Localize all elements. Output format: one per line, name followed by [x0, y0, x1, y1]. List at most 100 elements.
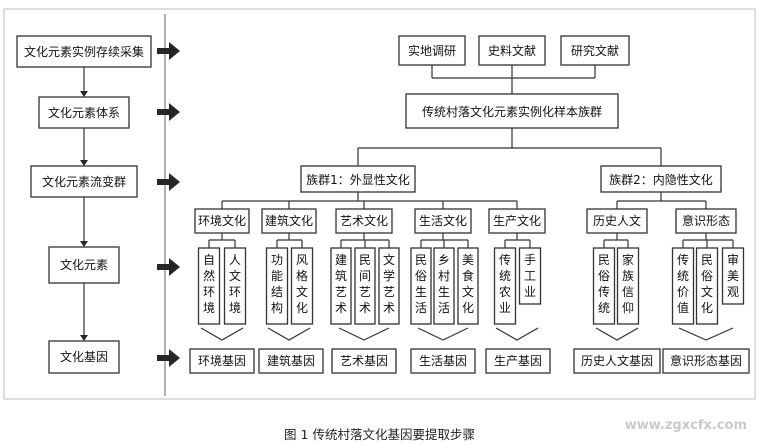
element-item-label: 功能结构	[271, 253, 283, 315]
gene-life-label: 生活基因	[419, 354, 467, 368]
category-ideology-label: 意识形态	[682, 213, 730, 228]
step-arrow-5	[157, 349, 180, 367]
category-production-label: 生产文化	[493, 213, 541, 228]
gene-environment: 环境基因	[189, 348, 255, 374]
element-item: 乡村生活	[433, 247, 455, 325]
element-item: 文学艺术	[378, 247, 400, 325]
element-item-label: 乡村生活	[438, 253, 450, 315]
group-1-box: 族群1：外显性文化	[300, 165, 416, 193]
category-art: 艺术文化	[335, 208, 393, 234]
left-step-2: 文化元素体系	[38, 96, 130, 129]
element-item: 传统价值	[671, 247, 695, 325]
category-architecture: 建筑文化	[261, 208, 317, 234]
element-item: 功能结构	[265, 247, 289, 325]
element-item-label: 风格文化	[296, 253, 308, 315]
figure-caption: 图 1 传统村落文化基因要提取步骤	[284, 427, 475, 442]
element-item: 风格文化	[290, 247, 314, 325]
category-history: 历史人文	[586, 208, 648, 234]
element-item-label: 手工业	[524, 253, 536, 299]
source-box-2: 史料文献	[478, 35, 546, 66]
source-connectors	[431, 65, 596, 94]
element-item: 民俗文化	[695, 247, 719, 325]
gene-history: 历史人文基因	[573, 348, 661, 374]
category-history-label: 历史人文	[593, 213, 641, 228]
step-arrow-1	[157, 42, 180, 60]
element-item-label: 传统农业	[499, 252, 511, 315]
category-production: 生产文化	[488, 208, 546, 234]
gene-production: 生产基因	[485, 348, 551, 374]
category-ideology: 意识形态	[675, 208, 737, 234]
source-label-1: 实地调研	[408, 43, 456, 58]
chevron-life	[417, 327, 469, 341]
element-item-label: 建筑艺术	[335, 253, 347, 315]
element-item-label: 家族信仰	[622, 252, 634, 315]
element-item: 家族信仰	[616, 247, 640, 325]
group-2-title: 族群2：内隐性文化	[609, 172, 713, 187]
left-step-5: 文化基因	[48, 340, 120, 374]
element-item: 建筑艺术	[330, 247, 352, 325]
category-environment: 环境文化	[194, 208, 250, 234]
gene-art-label: 艺术基因	[340, 354, 388, 368]
gene-environment-label: 环境基因	[198, 353, 246, 368]
left-flow-arrows	[80, 67, 88, 341]
element-item-label: 审美观	[727, 252, 739, 299]
chevron-history	[595, 327, 639, 341]
left-step-1-label: 文化元素实例存续采集	[24, 44, 144, 59]
category-environment-label: 环境文化	[198, 213, 246, 228]
element-item: 自然环境	[197, 247, 221, 325]
category-life: 生活文化	[414, 208, 472, 234]
gene-architecture-label: 建筑基因	[267, 353, 315, 368]
sample-group-label: 传统村落文化元素实例化样本族群	[422, 104, 602, 119]
sample-group-box: 传统村落文化元素实例化样本族群	[405, 93, 619, 129]
group-1-title: 族群1：外显性文化	[306, 172, 410, 187]
group-2-box: 族群2：内隐性文化	[600, 165, 722, 193]
sample-group-connectors	[357, 128, 662, 166]
category-art-label: 艺术文化	[340, 213, 388, 228]
category-life-label: 生活文化	[419, 213, 467, 228]
step-arrow-2	[157, 103, 180, 121]
step-arrow-3	[157, 173, 180, 191]
element-item-label: 美食文化	[462, 253, 474, 315]
source-box-1: 实地调研	[398, 35, 466, 66]
gene-life: 生活基因	[410, 348, 476, 374]
gene-art: 艺术基因	[331, 348, 397, 374]
left-step-2-label: 文化元素体系	[48, 105, 120, 120]
element-item-label: 自然环境	[203, 253, 215, 315]
element-item: 民俗生活	[410, 247, 432, 325]
element-item-label: 民俗传统	[598, 253, 610, 315]
element-item-label: 民俗文化	[701, 253, 713, 315]
element-item-label: 文学艺术	[383, 252, 395, 315]
element-item-label: 民俗生活	[415, 253, 427, 315]
item-connectors	[208, 233, 734, 248]
gene-history-label: 历史人文基因	[581, 353, 653, 368]
category-architecture-label: 建筑文化	[265, 213, 313, 228]
chevron-art	[338, 327, 390, 341]
chevron-environment	[200, 327, 244, 341]
source-box-3: 研究文献	[560, 35, 630, 66]
gene-production-label: 生产基因	[494, 354, 542, 368]
step-arrows	[157, 42, 180, 367]
left-step-3-label: 文化元素流变群	[42, 174, 126, 189]
step-arrow-4	[157, 258, 180, 276]
source-label-3: 研究文献	[571, 43, 619, 58]
group-connectors	[221, 192, 707, 209]
element-item: 民间艺术	[354, 247, 376, 325]
element-item: 人文环境	[223, 247, 247, 325]
gene-ideology-label: 意识形态基因	[670, 353, 742, 368]
element-item: 美食文化	[457, 247, 479, 325]
left-step-4-label: 文化元素	[60, 257, 108, 272]
chevron-architecture	[267, 327, 311, 341]
element-item: 审美观	[721, 247, 745, 305]
gene-ideology: 意识形态基因	[662, 348, 750, 374]
element-item: 手工业	[518, 247, 542, 305]
watermark: www.zgxcfx.com	[624, 418, 747, 433]
outer-border	[3, 8, 756, 400]
left-step-3: 文化元素流变群	[30, 165, 138, 198]
chevron-ideology	[678, 327, 734, 341]
element-item-label: 传统价值	[677, 252, 689, 315]
chevrons	[200, 327, 734, 341]
element-item: 民俗传统	[592, 247, 616, 325]
